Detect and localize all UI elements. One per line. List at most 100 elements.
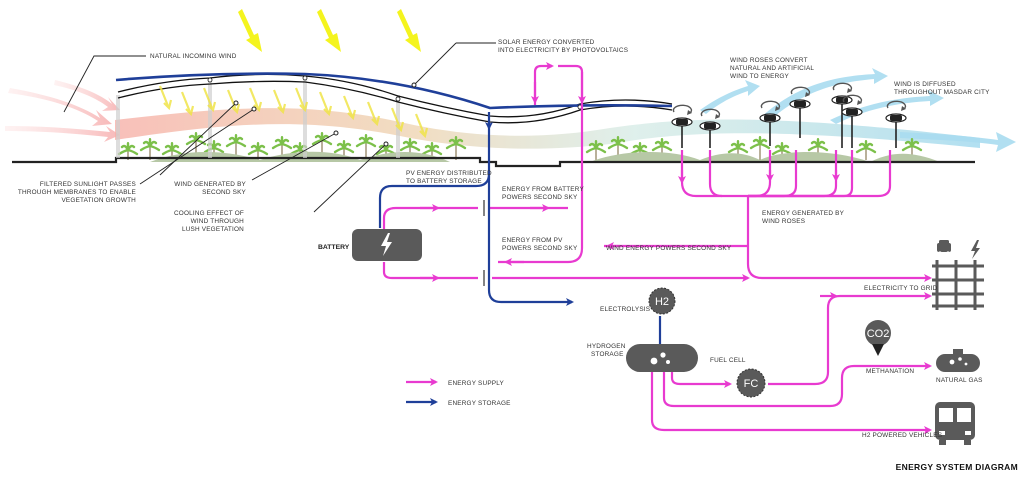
- pv-sky-label-1: ENERGY FROM PV: [502, 237, 563, 244]
- energy-storage-lines: [378, 112, 662, 346]
- electrolysis-label: ELECTROLYSIS: [600, 306, 650, 313]
- wind-rose-turbine: [789, 86, 811, 138]
- palm-tree: [749, 136, 771, 160]
- windrose-energy-label-1: ENERGY GENERATED BY: [762, 210, 845, 217]
- co2-label: CO2: [867, 328, 890, 340]
- solar-label-1: SOLAR ENERGY CONVERTED: [498, 39, 595, 46]
- battery-sky-label-1: ENERGY FROM BATTERY: [502, 186, 584, 193]
- palm-tree: [355, 134, 377, 160]
- fuel-cell-label: FUEL CELL: [710, 357, 746, 364]
- palm-tree: [333, 140, 355, 160]
- car-icon: [937, 240, 951, 255]
- sun-ray-arrowhead: [253, 101, 263, 113]
- filtered-label-3: VEGETATION GROWTH: [61, 197, 136, 204]
- diffused-label-2: THROUGHOUT MASDAR CITY: [894, 89, 990, 96]
- grid-lightning-icon: [971, 240, 980, 259]
- palm-tree: [855, 140, 877, 160]
- wind-rose-turbine: [759, 100, 781, 146]
- legend-supply-label: ENERGY SUPPLY: [448, 380, 505, 387]
- pv-battery-label-2: TO BATTERY STORAGE: [406, 178, 482, 185]
- diffused-label-1: WIND IS DIFFUSED: [894, 81, 956, 88]
- incoming-wind-arrows: [5, 80, 120, 142]
- palm-tree: [421, 142, 443, 160]
- wind-rose-turbine: [841, 94, 863, 148]
- windgen-label-2: SECOND SKY: [202, 189, 246, 196]
- sun-ray-arrowhead: [419, 127, 429, 139]
- sun-ray-arrowhead: [277, 103, 287, 115]
- hydrogen-storage-node: [626, 344, 698, 372]
- energy-supply-lines: [382, 62, 932, 434]
- sun-ray-arrowhead: [163, 99, 173, 111]
- grid-network-icon: [932, 260, 984, 310]
- battery-label: BATTERY: [318, 244, 350, 251]
- h2-label: H2: [655, 296, 669, 308]
- sun-ray-arrow: [180, 91, 192, 113]
- diagram-title: ENERGY SYSTEM DIAGRAM: [896, 462, 1018, 472]
- filtered-sunlight-arrows: [158, 85, 429, 139]
- palm-tree: [225, 134, 247, 160]
- wind-rose-turbine: [885, 100, 907, 148]
- palm-tree: [399, 138, 421, 160]
- palm-tree: [607, 136, 629, 160]
- ground: [12, 151, 975, 168]
- windrose-energy-label-2: WIND ROSES: [762, 218, 805, 225]
- sun-ray-arrow: [318, 91, 330, 113]
- wind-rose-turbine: [699, 108, 721, 148]
- co2-node: CO2: [865, 320, 891, 356]
- pv-sky-label-2: POWERS SECOND SKY: [502, 245, 578, 252]
- pv-battery-label-1: PV ENERGY DISTRIBUTED: [406, 170, 492, 177]
- sun-ray-arrow: [272, 89, 284, 111]
- fuel-cell-node: FC: [736, 368, 766, 398]
- cooling-label-1: COOLING EFFECT OF: [174, 210, 244, 217]
- fc-label: FC: [744, 378, 759, 390]
- wind-roses: [671, 82, 907, 148]
- palm-tree: [445, 136, 467, 160]
- sun-ray-arrow: [366, 101, 378, 123]
- sun-ray-arrowhead: [347, 109, 357, 121]
- wind-sky-label: WIND ENERGY POWERS SECOND SKY: [606, 245, 732, 252]
- sun-rays-icon: [238, 9, 421, 52]
- sun-ray-arrow: [342, 95, 354, 117]
- battery-node: [352, 229, 422, 261]
- cooling-label-2: WIND THROUGH: [191, 218, 245, 225]
- solar-label-2: INTO ELECTRICITY BY PHOTOVOLTAICS: [498, 47, 628, 54]
- wind-flow-band: [115, 108, 980, 149]
- battery-sky-label-2: POWERS SECOND SKY: [502, 194, 578, 201]
- sun-ray-arrowhead: [299, 101, 309, 113]
- filtered-label-1: FILTERED SUNLIGHT PASSES: [40, 181, 136, 188]
- leader-lines: [63, 42, 496, 213]
- sun-ray-arrowhead: [231, 103, 241, 115]
- wind-rose-turbine: [831, 82, 853, 148]
- windgen-label-1: WIND GENERATED BY: [174, 181, 246, 188]
- natural-gas-label: NATURAL GAS: [936, 377, 983, 384]
- lightning-bolt-icon: [381, 233, 392, 256]
- palm-tree: [585, 140, 607, 160]
- windroses-label-2: NATURAL AND ARTIFICIAL: [730, 65, 814, 72]
- filtered-label-2: THROUGH MEMBRANES TO ENABLE: [18, 189, 136, 196]
- palm-tree: [139, 138, 161, 160]
- annotation-labels: NATURAL INCOMING WIND SOLAR ENERGY CONVE…: [18, 39, 990, 439]
- sun-ray-arrow: [294, 87, 306, 109]
- bus-icon: [935, 402, 975, 445]
- sun-ray-arrowhead: [207, 101, 217, 113]
- grid-label: ELECTRICITY TO GRID: [864, 285, 938, 292]
- gas-tank-icon: [936, 349, 980, 372]
- palm-tree: [185, 132, 207, 160]
- sun-ray-arrow: [158, 85, 170, 107]
- bubbles-icon: [650, 352, 670, 365]
- windroses-label-3: WIND TO ENERGY: [730, 73, 790, 80]
- legend: ENERGY SUPPLY ENERGY STORAGE: [406, 378, 511, 407]
- sun-ray-arrowhead: [323, 105, 333, 117]
- methanation-label: METHANATION: [866, 368, 914, 375]
- h2-node: H2: [648, 287, 676, 315]
- wind-rose-turbine: [671, 104, 693, 148]
- second-sky-canopy: [115, 72, 673, 158]
- leader-dots: [233, 82, 417, 147]
- sun-ray-arrowhead: [395, 121, 405, 133]
- natural-wind-label: NATURAL INCOMING WIND: [150, 53, 237, 60]
- windroses-label-1: WIND ROSES CONVERT: [730, 57, 808, 64]
- cooling-label-3: LUSH VEGETATION: [182, 226, 244, 233]
- h2-vehicles-label: H2 POWERED VEHICLES: [862, 432, 942, 439]
- legend-storage-label: ENERGY STORAGE: [448, 400, 511, 407]
